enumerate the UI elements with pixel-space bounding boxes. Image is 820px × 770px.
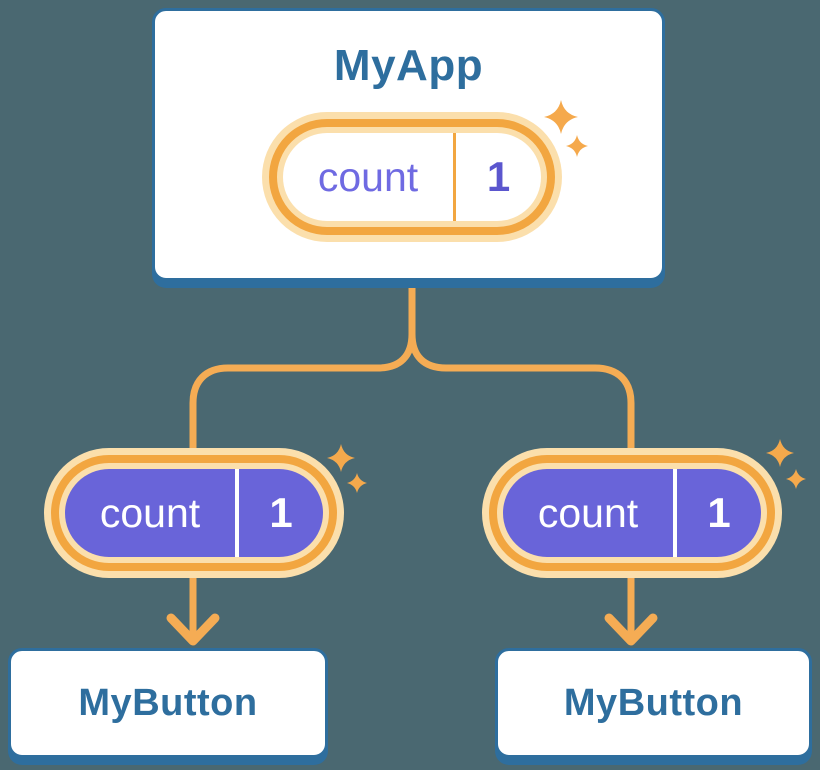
state-label-cell: count (65, 469, 235, 557)
sparkle-icon (347, 473, 367, 493)
state-pill-root: count 1 (262, 112, 562, 242)
state-pill-ring: count 1 (269, 119, 555, 235)
state-label: count (99, 489, 201, 536)
state-label-cell: count (283, 133, 453, 221)
state-label: count (537, 489, 639, 536)
state-value-cell: 1 (456, 133, 541, 221)
state-value-cell: 1 (239, 469, 323, 557)
component-title: MyButton (78, 682, 258, 724)
sparkle-icon (327, 444, 355, 472)
state-value: 1 (707, 489, 731, 536)
sparkle-icon (766, 439, 794, 467)
component-title: MyButton (563, 682, 744, 724)
prop-pill-left: count 1 (44, 448, 344, 578)
component-card-mybutton-left: MyButton (8, 648, 328, 758)
arrow-down-icon (166, 613, 220, 646)
state-value: 1 (269, 489, 293, 536)
state-value-cell: 1 (677, 469, 761, 557)
pill-divider (453, 133, 456, 221)
component-title: MyApp (333, 41, 484, 90)
state-label-cell: count (503, 469, 673, 557)
arrow-down-icon (604, 613, 658, 646)
sparkle-icon (786, 469, 806, 489)
state-label: count (317, 153, 419, 200)
prop-pill-right: count 1 (482, 448, 782, 578)
state-pill-ring: count 1 (51, 455, 337, 571)
component-card-mybutton-right: MyButton (495, 648, 812, 758)
pill-divider (673, 469, 677, 557)
state-pill-ring: count 1 (489, 455, 775, 571)
state-value: 1 (486, 153, 511, 200)
